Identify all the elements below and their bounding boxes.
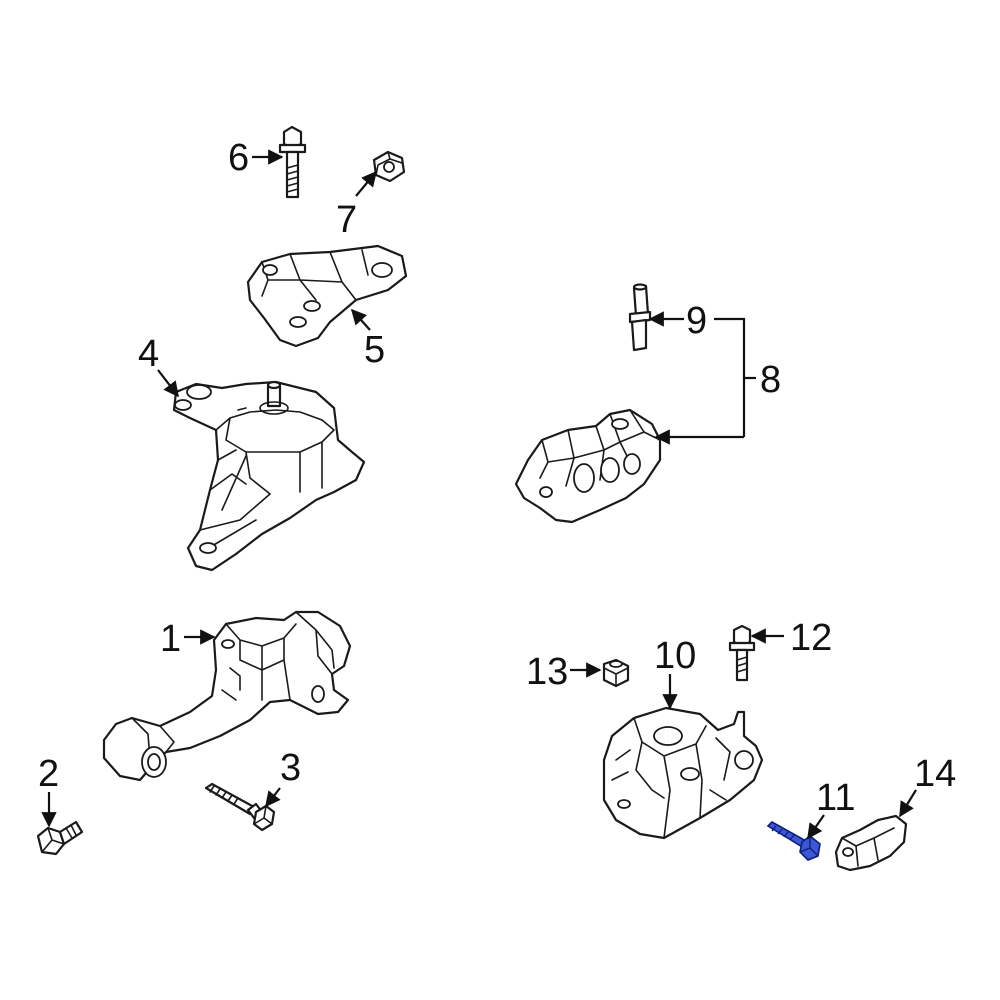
callout-11: 11: [816, 777, 855, 819]
callout-labels: 6 7 5 4 9 8 1 2 3 13 10 12 11 14: [38, 137, 956, 819]
callout-10: 10: [654, 635, 696, 677]
bracket-8: [714, 317, 746, 437]
part-2-bolt[interactable]: [36, 820, 84, 856]
callout-8: 8: [760, 359, 781, 401]
callout-7: 7: [336, 199, 357, 241]
part-4-engine-mount[interactable]: [172, 380, 366, 572]
callout-12: 12: [790, 617, 832, 659]
part-12-bolt[interactable]: [728, 624, 756, 682]
part-1-torque-rod[interactable]: [102, 610, 352, 782]
part-6-bolt[interactable]: [278, 125, 307, 199]
part-14-cover[interactable]: [834, 814, 908, 872]
leader-3: [265, 787, 281, 808]
callout-9: 9: [686, 300, 707, 342]
part-3-bolt[interactable]: [204, 782, 276, 832]
part-11-bolt[interactable]: [766, 821, 821, 861]
part-13-nut[interactable]: [602, 658, 630, 688]
part-5-bracket[interactable]: [246, 244, 408, 348]
callout-14: 14: [914, 753, 956, 795]
part-8-mount[interactable]: [514, 408, 662, 524]
callout-4: 4: [138, 333, 159, 375]
callout-3: 3: [280, 747, 301, 789]
leader-5: [350, 308, 371, 331]
part-7-nut[interactable]: [372, 150, 406, 183]
callout-2: 2: [38, 753, 59, 795]
leader-11: [807, 814, 825, 840]
part-9-stud[interactable]: [628, 283, 652, 352]
leader-7: [355, 170, 377, 197]
leader-lines: [41, 149, 917, 840]
callout-6: 6: [228, 137, 249, 179]
leader-4: [157, 369, 179, 398]
callout-1: 1: [160, 618, 181, 660]
callout-13: 13: [526, 651, 568, 693]
part-10-transmission-mount[interactable]: [602, 706, 764, 840]
leader-14: [899, 789, 917, 818]
callout-5: 5: [364, 329, 385, 371]
